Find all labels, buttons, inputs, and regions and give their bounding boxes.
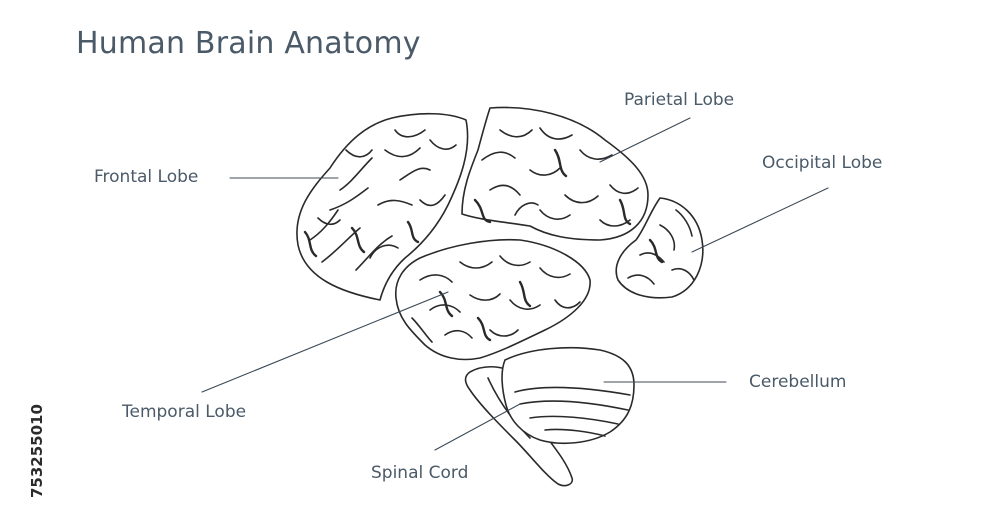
diagram-title: Human Brain Anatomy	[76, 26, 421, 61]
cerebellum-shape	[501, 346, 635, 445]
label-cerebellum: Cerebellum	[749, 372, 847, 392]
side-id-watermark: 753255010	[6, 290, 46, 500]
label-frontal-lobe: Frontal Lobe	[94, 167, 199, 187]
label-spinal-cord: Spinal Cord	[371, 463, 469, 483]
label-occipital-lobe: Occipital Lobe	[762, 153, 883, 173]
occipital-lobe-shape	[615, 197, 704, 299]
temporal-lobe-shape	[395, 238, 591, 361]
frontal-lobe-shape	[296, 112, 469, 301]
temporal-leader	[201, 291, 449, 393]
label-parietal-lobe: Parietal Lobe	[624, 90, 735, 110]
side-id-text: 753255010	[28, 404, 46, 498]
occipital-leader	[691, 187, 829, 253]
label-temporal-lobe: Temporal Lobe	[122, 402, 247, 422]
spinal-leader	[434, 403, 521, 451]
parietal-lobe-shape	[461, 106, 649, 241]
parietal-leader	[599, 117, 691, 163]
